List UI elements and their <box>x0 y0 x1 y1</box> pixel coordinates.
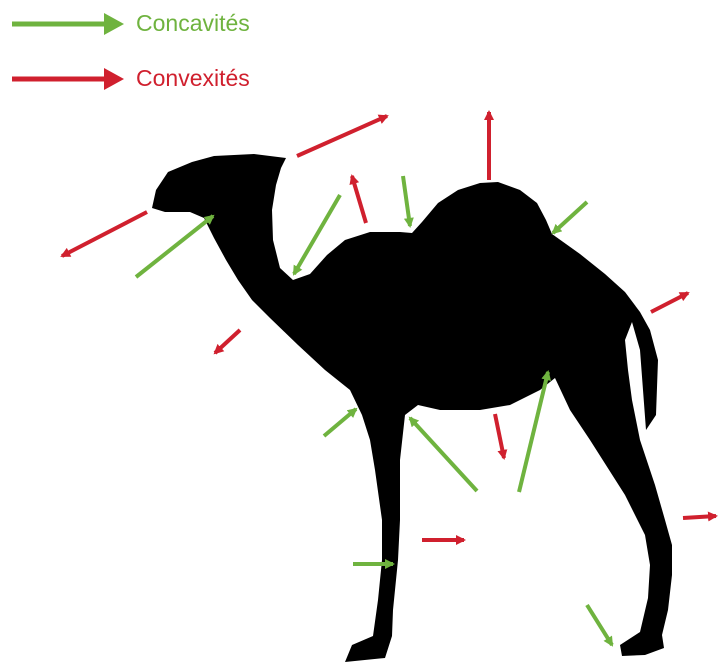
legend-concave-arrowhead <box>104 13 124 35</box>
legend-item-concave: Concavités <box>12 10 250 36</box>
concavity-arrow-belly-front <box>410 418 477 491</box>
legend-concave-label: Concavités <box>136 10 250 36</box>
camel-body <box>152 154 672 662</box>
convexity-arrow-belly <box>495 414 504 458</box>
convexity-arrow-rump <box>651 293 688 312</box>
legend: Concavités Convexités <box>12 10 250 91</box>
concavity-arrow-neck-base <box>403 176 410 226</box>
convexity-arrow-neck-crest <box>352 176 366 223</box>
camel-silhouette <box>152 154 672 662</box>
concavity-arrow-chin <box>136 216 213 277</box>
legend-convex-label: Convexités <box>136 65 250 91</box>
concavity-arrow-hump-back <box>553 202 587 233</box>
convexity-arrow-hind-hock <box>683 516 716 518</box>
convexity-arrow-muzzle <box>62 212 147 256</box>
concavity-arrow-chest <box>324 409 356 436</box>
legend-convex-arrowhead <box>104 68 124 90</box>
concavity-arrow-hind-foot <box>587 605 612 645</box>
convexity-arrow-head-top <box>297 116 387 156</box>
legend-item-convex: Convexités <box>12 65 250 91</box>
convexity-arrow-throat <box>215 330 240 353</box>
